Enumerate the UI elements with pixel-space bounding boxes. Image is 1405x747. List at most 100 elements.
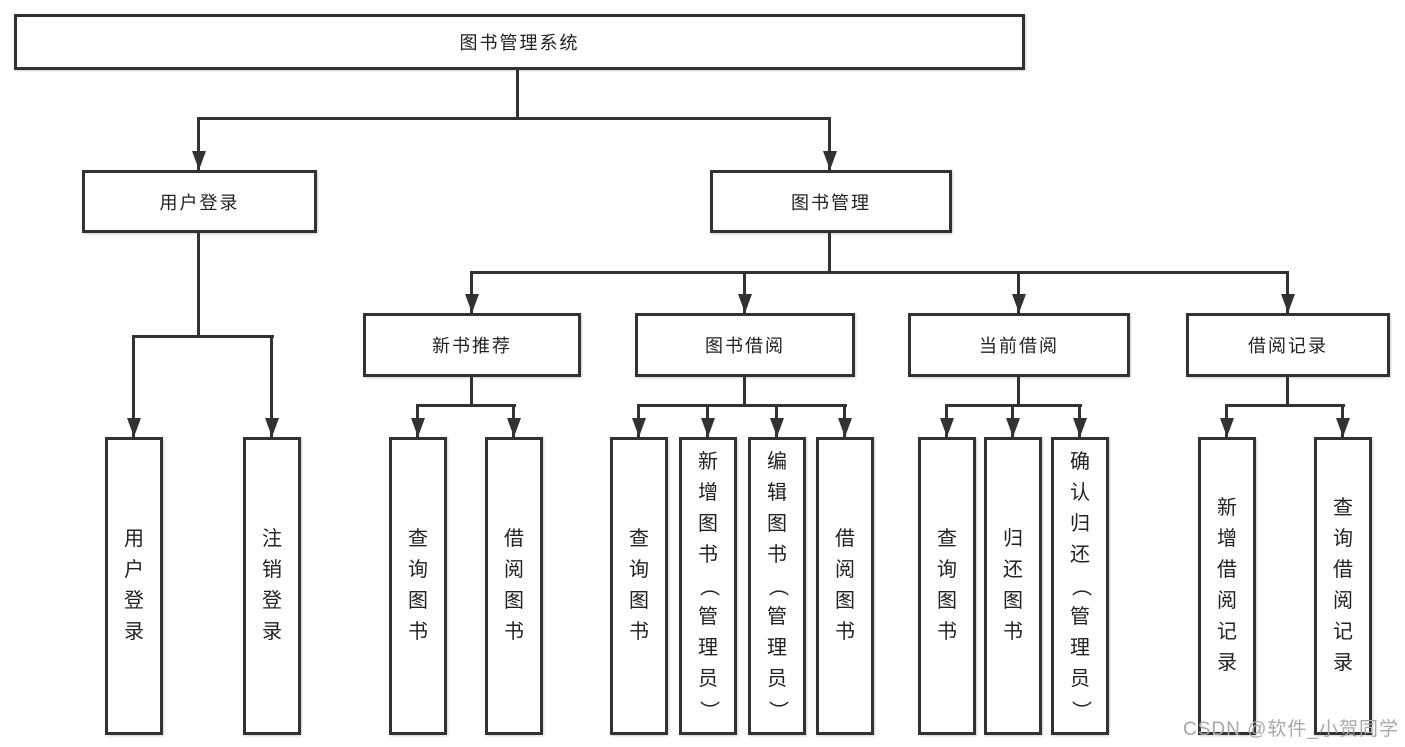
vertical-char: 编	[767, 450, 787, 473]
vertical-char: 录	[1217, 652, 1237, 674]
node-borrowing-records: 借阅记录	[1186, 313, 1390, 377]
csdn-watermark: CSDN @软件_小贺同学	[1183, 719, 1399, 740]
vertical-char: 归	[1003, 528, 1023, 550]
vertical-char: 查	[629, 528, 649, 550]
vertical-char: 确	[1070, 450, 1090, 473]
leaf-return-books: 归还图书	[984, 437, 1042, 735]
vertical-char: 认	[1070, 481, 1090, 504]
leaf-confirm-return-admin: 确认归还（管理员）	[1051, 437, 1109, 735]
vertical-char: 图	[408, 590, 428, 612]
vertical-char: 录	[262, 621, 282, 643]
vertical-char: （	[766, 576, 789, 596]
connector-line	[133, 335, 274, 338]
vertical-char: 登	[262, 590, 282, 612]
node-label: 图书管理系统	[459, 33, 580, 53]
connector-arrow	[1011, 404, 1014, 437]
leaf-borrow-books: 借阅图书	[816, 437, 874, 735]
vertical-char: 询	[1333, 528, 1353, 550]
vertical-char: 询	[937, 559, 957, 581]
connector-arrow	[132, 335, 135, 437]
node-label: 图书借阅	[705, 336, 785, 356]
vertical-char: 录	[1333, 652, 1353, 674]
vertical-char: ）	[766, 700, 789, 720]
vertical-char: 图	[629, 590, 649, 612]
node-label: 新书推荐	[432, 336, 512, 356]
connector-line	[416, 404, 516, 407]
vertical-char: 借	[504, 528, 524, 550]
vertical-char: 阅	[1217, 590, 1237, 612]
connector-arrow	[945, 404, 948, 437]
vertical-char: 查	[937, 528, 957, 550]
connector-line	[197, 233, 200, 338]
vertical-char: 员	[767, 667, 787, 690]
vertical-char: 书	[1003, 621, 1023, 643]
node-current-borrowing: 当前借阅	[908, 313, 1130, 377]
vertical-char: 查	[408, 528, 428, 550]
connector-line	[743, 377, 746, 407]
leaf-add-book-admin: 新增图书（管理员）	[679, 437, 737, 735]
node-user-login: 用户登录	[82, 170, 317, 233]
vertical-char: 图	[767, 512, 787, 535]
connector-line	[516, 70, 519, 118]
vertical-char: 图	[937, 590, 957, 612]
leaf-borrow-books-recommendation: 借阅图书	[485, 437, 543, 735]
vertical-char: 图	[698, 512, 718, 535]
connector-arrow	[1078, 404, 1081, 437]
vertical-char: 户	[124, 559, 144, 581]
vertical-char: ）	[1069, 700, 1092, 720]
vertical-char: 还	[1003, 559, 1023, 581]
vertical-char: 书	[698, 543, 718, 566]
connector-arrow	[197, 117, 200, 170]
vertical-char: 图	[1003, 590, 1023, 612]
vertical-char: 记	[1217, 621, 1237, 643]
connector-line	[470, 271, 1289, 274]
leaf-logout: 注销登录	[243, 437, 301, 735]
vertical-char: 书	[767, 543, 787, 566]
node-label: 当前借阅	[979, 336, 1059, 356]
vertical-char: 阅	[504, 559, 524, 581]
connector-arrow	[270, 335, 273, 437]
vertical-char: 新	[1217, 497, 1237, 519]
vertical-char: 图	[504, 590, 524, 612]
node-label: 借阅记录	[1248, 336, 1328, 356]
leaf-add-borrow-record: 新增借阅记录	[1198, 437, 1256, 735]
vertical-char: 员	[698, 667, 718, 690]
vertical-char: 管	[1070, 605, 1090, 628]
connector-arrow	[706, 404, 709, 437]
connector-line	[1017, 377, 1020, 407]
vertical-char: 借	[835, 528, 855, 550]
vertical-char: 录	[124, 621, 144, 643]
vertical-char: 理	[698, 636, 718, 659]
connector-arrow	[512, 404, 515, 437]
leaf-edit-book-admin: 编辑图书（管理员）	[748, 437, 806, 735]
vertical-char: （	[697, 576, 720, 596]
vertical-char: 询	[408, 559, 428, 581]
node-label: 图书管理	[791, 192, 871, 213]
connector-arrow	[743, 271, 746, 313]
connector-arrow	[1341, 404, 1344, 437]
vertical-char: 书	[937, 621, 957, 643]
vertical-char: 辑	[767, 481, 787, 504]
vertical-char: 阅	[1333, 590, 1353, 612]
vertical-char: 用	[124, 528, 144, 550]
connector-arrow	[1286, 271, 1289, 313]
vertical-char: 管	[698, 605, 718, 628]
vertical-char: 理	[1070, 636, 1090, 659]
leaf-query-borrow-record: 查询借阅记录	[1314, 437, 1372, 735]
vertical-char: 阅	[835, 559, 855, 581]
leaf-query-books-current: 查询图书	[918, 437, 976, 735]
node-label: 用户登录	[159, 192, 240, 213]
vertical-char: 增	[1217, 528, 1237, 550]
leaf-query-books-recommendation: 查询图书	[389, 437, 447, 735]
vertical-char: 书	[629, 621, 649, 643]
connector-line	[828, 233, 831, 274]
vertical-char: （	[1069, 576, 1092, 596]
vertical-char: 询	[629, 559, 649, 581]
vertical-char: 销	[262, 559, 282, 581]
node-book-management: 图书管理	[710, 170, 952, 233]
connector-arrow	[637, 404, 640, 437]
vertical-char: ）	[697, 700, 720, 720]
leaf-query-books-borrowing: 查询图书	[610, 437, 668, 735]
vertical-char: 员	[1070, 667, 1090, 690]
